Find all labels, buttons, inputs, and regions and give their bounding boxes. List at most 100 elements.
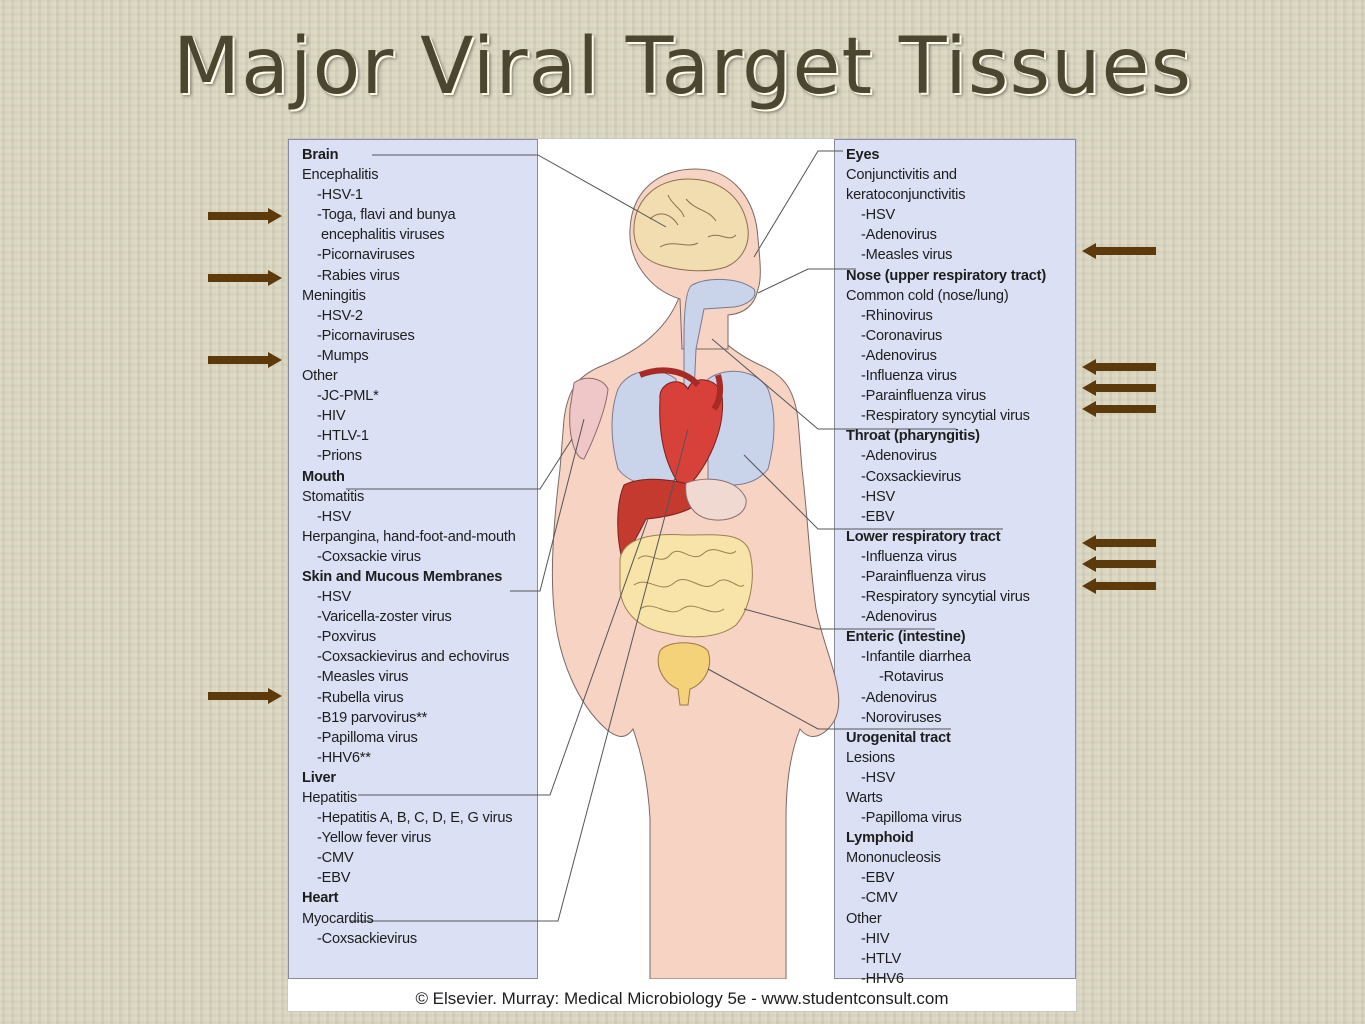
list-item: -Respiratory syncytial virus bbox=[861, 408, 1030, 425]
figure-credit: © Elsevier. Murray: Medical Microbiology… bbox=[415, 989, 949, 1008]
list-item: -Prions bbox=[317, 448, 362, 465]
list-item: -B19 parvovirus** bbox=[317, 709, 428, 726]
list-item: -Hepatitis A, B, C, D, E, G virus bbox=[317, 810, 513, 827]
list-item: -HHV6** bbox=[317, 749, 371, 766]
list-item: -Influenza virus bbox=[861, 368, 957, 385]
list-item: -Coronavirus bbox=[861, 327, 943, 344]
liver bbox=[617, 478, 709, 560]
slide-title: Major Viral Target Tissues bbox=[172, 22, 1193, 112]
list-item: Hepatitis bbox=[302, 790, 357, 806]
list-item: Mononucleosis bbox=[846, 850, 941, 867]
list-item: -Picornaviruses bbox=[317, 327, 415, 344]
list-item: -Papilloma virus bbox=[317, 729, 418, 746]
list-item: -Adenovirus bbox=[861, 347, 937, 364]
arrow-right-icon bbox=[208, 688, 282, 704]
list-item: -Adenovirus bbox=[861, 609, 937, 626]
list-item: -HSV-2 bbox=[317, 307, 363, 324]
tissue-heading: Nose (upper respiratory tract) bbox=[846, 267, 1046, 284]
arrow-right-icon bbox=[208, 270, 282, 286]
list-item: Meningitis bbox=[302, 287, 366, 304]
list-item: -Measles virus bbox=[861, 247, 953, 264]
list-item: -HTLV-1 bbox=[317, 428, 369, 445]
arrow-left-icon bbox=[1082, 380, 1156, 396]
arrow-left-icon bbox=[1082, 243, 1156, 259]
stomach bbox=[685, 478, 747, 521]
list-item: Common cold (nose/lung) bbox=[846, 287, 1009, 304]
tissue-heading: Eyes bbox=[846, 147, 880, 163]
list-item: -Toga, flavi and bunya bbox=[317, 207, 456, 224]
list-item: Myocarditis bbox=[302, 910, 374, 927]
list-item: -HSV-1 bbox=[317, 187, 363, 204]
list-item: -Noroviruses bbox=[861, 709, 942, 726]
tissue-heading: Heart bbox=[302, 890, 339, 907]
list-item: -Varicella-zoster virus bbox=[317, 609, 452, 626]
list-item: encephalitis viruses bbox=[321, 227, 445, 244]
arrow-right-icon bbox=[208, 352, 282, 368]
right-label-panel bbox=[834, 139, 1076, 979]
list-item: -Poxvirus bbox=[317, 629, 377, 646]
list-item: -Yellow fever virus bbox=[317, 830, 432, 847]
tissue-heading: Skin and Mucous Membranes bbox=[302, 568, 503, 585]
left-label-panel bbox=[288, 139, 538, 979]
tissue-heading: Enteric (intestine) bbox=[846, 629, 966, 646]
arrow-left-icon bbox=[1082, 359, 1156, 375]
list-item: -Adenovirus bbox=[861, 448, 937, 465]
list-item: -HSV bbox=[317, 508, 352, 525]
tissue-heading: Liver bbox=[302, 769, 336, 786]
arrow-left-icon bbox=[1082, 578, 1156, 594]
list-item: -Rabies virus bbox=[317, 267, 400, 284]
list-item: -HSV bbox=[317, 589, 352, 606]
list-item: Stomatitis bbox=[302, 488, 365, 505]
list-item: -Measles virus bbox=[317, 669, 409, 686]
list-item: -EBV bbox=[861, 508, 895, 525]
arrow-left-icon bbox=[1082, 535, 1156, 551]
list-item: Other bbox=[846, 910, 882, 927]
tissue-heading: Lower respiratory tract bbox=[846, 528, 1001, 545]
list-item: -HTLV bbox=[861, 950, 902, 967]
list-item: Herpangina, hand-foot-and-mouth bbox=[302, 528, 516, 545]
list-item: -Parainfluenza virus bbox=[861, 388, 986, 405]
heart bbox=[659, 379, 724, 492]
list-item: -CMV bbox=[861, 890, 898, 907]
list-item: -Infantile diarrhea bbox=[861, 649, 971, 666]
list-item: -Rotavirus bbox=[879, 669, 944, 686]
list-item: -Papilloma virus bbox=[861, 810, 962, 827]
arrow-left-icon bbox=[1082, 556, 1156, 572]
leader-lines bbox=[346, 150, 1003, 922]
list-item: -HIV bbox=[861, 930, 890, 947]
tissue-heading: Mouth bbox=[302, 468, 345, 485]
list-item: -Picornaviruses bbox=[317, 247, 415, 264]
list-item: -HSV bbox=[861, 207, 896, 224]
list-item: -HIV bbox=[317, 408, 346, 425]
right-lung bbox=[707, 370, 775, 486]
list-item: -Coxsackievirus bbox=[317, 930, 417, 947]
tissue-heading: Urogenital tract bbox=[846, 729, 951, 746]
arrow-right-icon bbox=[208, 208, 282, 224]
airway bbox=[683, 278, 756, 440]
intestines bbox=[619, 534, 753, 638]
tissue-heading: Throat (pharyngitis) bbox=[846, 428, 980, 445]
arrow-left-icon bbox=[1082, 401, 1156, 417]
list-item: -Parainfluenza virus bbox=[861, 568, 986, 585]
list-item: keratoconjunctivitis bbox=[846, 187, 966, 204]
list-item: -HHV6 bbox=[861, 970, 904, 987]
list-item: -Rubella virus bbox=[317, 689, 404, 706]
list-item: -Rhinovirus bbox=[861, 307, 933, 324]
list-item: -Influenza virus bbox=[861, 548, 957, 565]
list-item: -Mumps bbox=[317, 347, 369, 364]
brain bbox=[633, 178, 749, 272]
list-item: Other bbox=[302, 368, 338, 385]
list-item: -Coxsackie virus bbox=[317, 548, 421, 565]
list-item: -CMV bbox=[317, 850, 354, 867]
list-item: -HSV bbox=[861, 488, 896, 505]
list-item: -JC-PML* bbox=[317, 388, 379, 405]
tissue-heading: Brain bbox=[302, 147, 339, 163]
list-item: -EBV bbox=[861, 870, 895, 887]
list-item: -Coxsackievirus bbox=[861, 468, 961, 485]
bladder bbox=[657, 642, 710, 706]
list-item: -HSV bbox=[861, 769, 896, 786]
list-item: Warts bbox=[846, 790, 883, 806]
human-body-illustration bbox=[346, 150, 1003, 979]
